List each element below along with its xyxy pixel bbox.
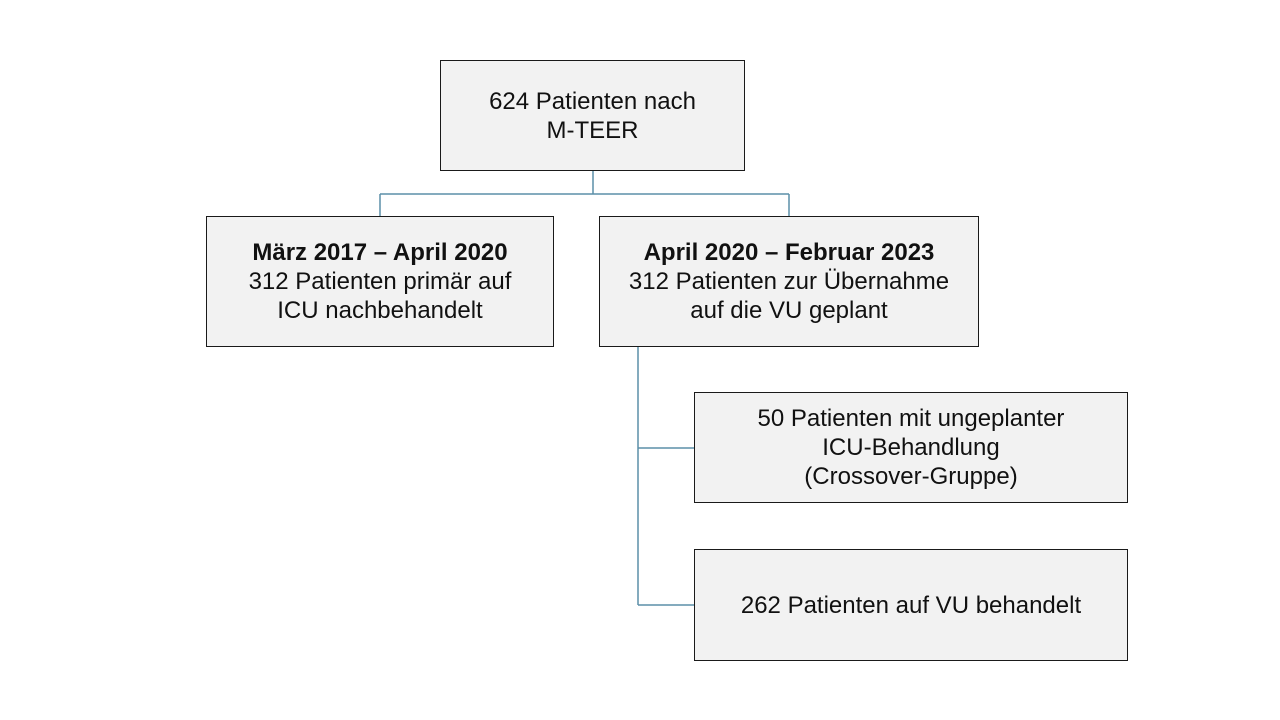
box-vu-group: April 2020 – Februar 2023 312 Patienten … (599, 216, 979, 347)
crossover-line-2: ICU-Behandlung (822, 434, 1000, 461)
box-icu-group: März 2017 – April 2020 312 Patienten pri… (206, 216, 554, 347)
total-line-1: 624 Patienten nach (489, 87, 696, 115)
vu-period: April 2020 – Februar 2023 (643, 239, 935, 266)
total-line-2: M-TEER (546, 116, 639, 144)
vu-line-2: auf die VU geplant (690, 297, 888, 324)
crossover-line-1: 50 Patienten mit ungeplanter (757, 405, 1065, 432)
icu-line-1: 312 Patienten primär auf (248, 268, 512, 295)
vu-line-1: 312 Patienten zur Übernahme (628, 268, 950, 295)
crossover-line-3: (Crossover-Gruppe) (804, 463, 1018, 490)
box-vu-treated: 262 Patienten auf VU behandelt (694, 549, 1128, 661)
box-total-patients: 624 Patienten nach M-TEER (440, 60, 745, 171)
vu-treated-line-1: 262 Patienten auf VU behandelt (740, 591, 1082, 619)
box-crossover-group: 50 Patienten mit ungeplanter ICU-Behandl… (694, 392, 1128, 503)
icu-period: März 2017 – April 2020 (252, 239, 508, 266)
icu-line-2: ICU nachbehandelt (277, 297, 483, 324)
